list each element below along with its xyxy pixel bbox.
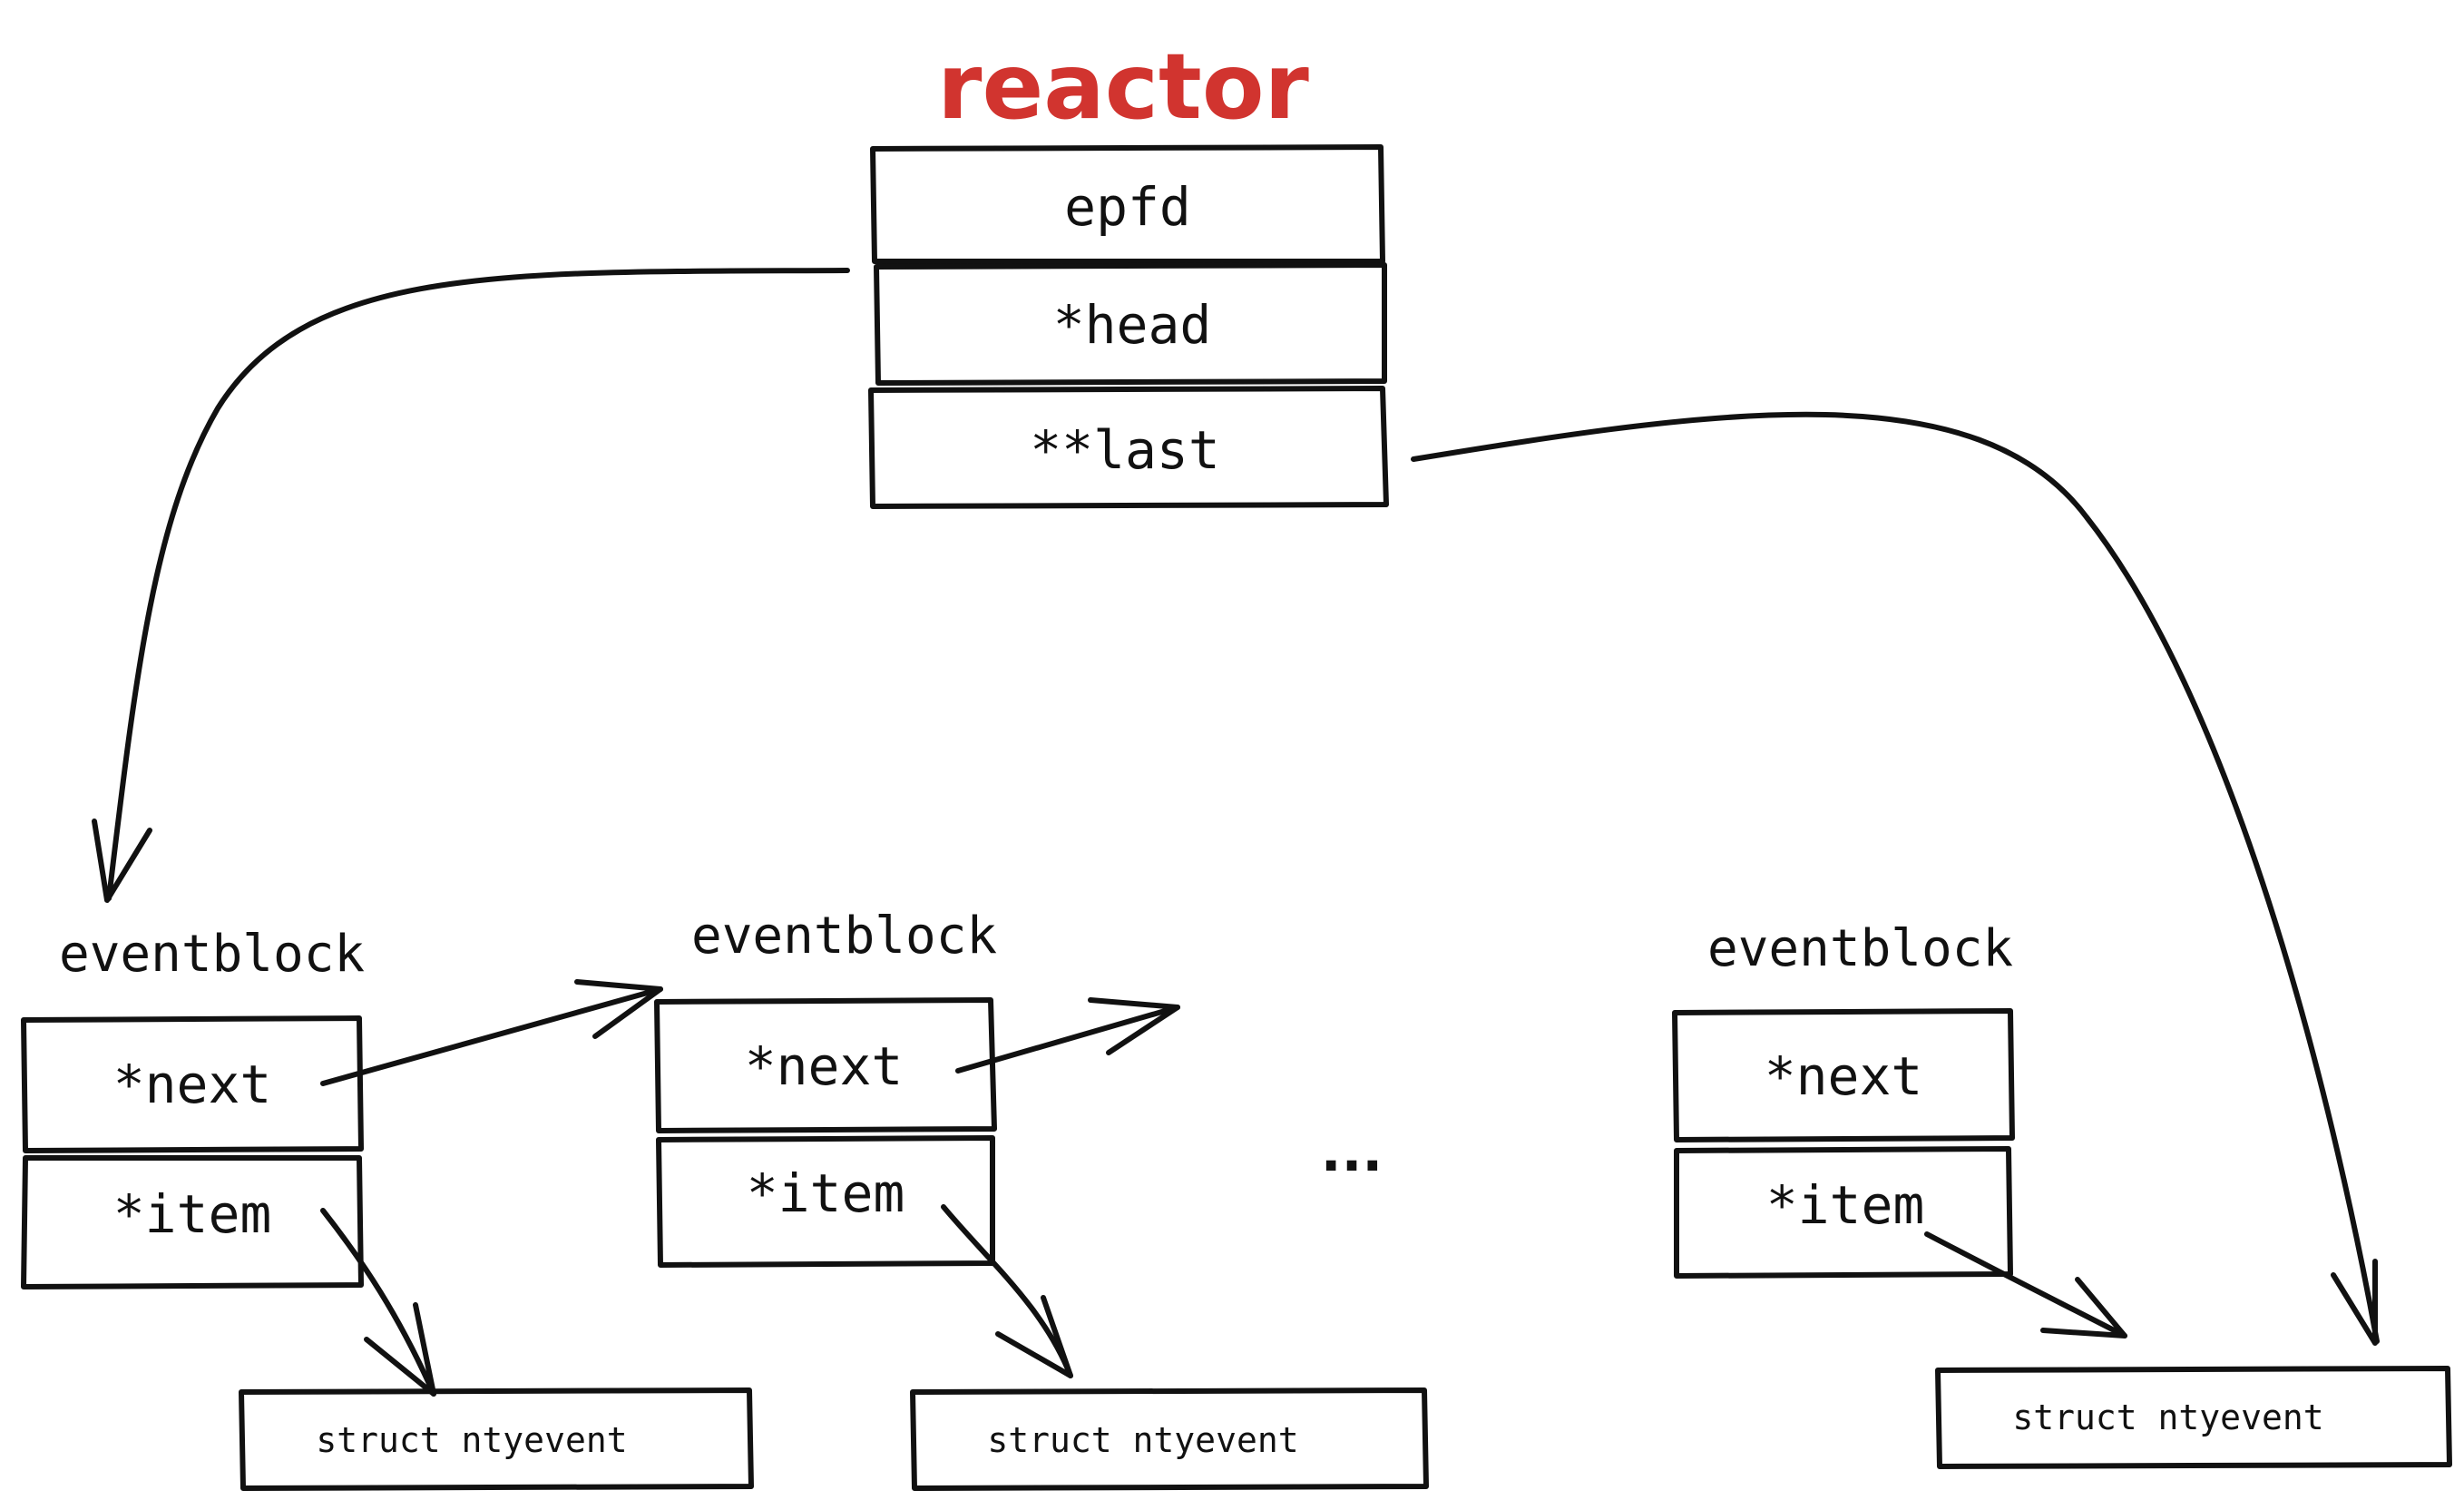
eventblock-1-item-box bbox=[21, 1155, 364, 1289]
eventblock-3-item-arrowhead bbox=[2040, 1277, 2127, 1338]
reactor-title: reactor bbox=[937, 34, 1309, 140]
eventblock-2-next-arrowhead bbox=[1088, 997, 1180, 1055]
eventblock-2-item-arrow bbox=[941, 1204, 1073, 1378]
ellipsis: ... bbox=[1321, 1121, 1383, 1184]
reactor-field-last: **last bbox=[1030, 419, 1220, 481]
reactor-field-epfd-box bbox=[870, 144, 1385, 264]
reactor-field-head-box bbox=[874, 262, 1387, 386]
eventblock-1-next-arrow bbox=[320, 986, 663, 1086]
eventblock-1-next-arrowhead bbox=[574, 979, 663, 1039]
eventblock-2-struct-box bbox=[910, 1387, 1429, 1491]
eventblock-1-struct: struct ntyevent bbox=[316, 1420, 627, 1460]
eventblock-3-next-box bbox=[1672, 1008, 2015, 1142]
eventblock-2-next-arrow bbox=[955, 1005, 1180, 1074]
eventblock-1-item-arrow bbox=[320, 1208, 436, 1397]
eventblock-3-item: *item bbox=[1766, 1174, 1925, 1236]
reactor-field-head: *head bbox=[1053, 294, 1212, 356]
eventblock-2-item-arrowhead bbox=[995, 1295, 1073, 1378]
eventblock-3-next: *next bbox=[1765, 1045, 1923, 1107]
eventblock-1-next: *next bbox=[113, 1054, 272, 1115]
eventblock-2: eventblock *next *item struct ntyevent bbox=[654, 907, 1429, 1491]
eventblock-3-item-box bbox=[1674, 1146, 2013, 1279]
eventblock-1-item-arrowhead bbox=[364, 1302, 436, 1397]
eventblock-3-label: eventblock bbox=[1707, 919, 2013, 978]
eventblock-2-next-box bbox=[654, 997, 997, 1133]
eventblock-2-struct: struct ntyevent bbox=[987, 1420, 1298, 1460]
eventblock-1-label: eventblock bbox=[59, 925, 365, 984]
eventblock-1: eventblock *next *item struct ntyevent bbox=[21, 925, 754, 1491]
eventblock-2-next: *next bbox=[745, 1035, 904, 1097]
head-pointer-arrowhead bbox=[92, 819, 152, 903]
eventblock-3-item-arrow bbox=[1924, 1231, 2127, 1338]
eventblock-3: eventblock *next *item struct ntyevent bbox=[1672, 919, 2452, 1469]
last-pointer-arrow bbox=[1411, 411, 2380, 1344]
eventblock-3-struct: struct ntyevent bbox=[2012, 1397, 2323, 1437]
eventblock-1-struct-box bbox=[239, 1387, 754, 1491]
reactor-struct: epfd *head **last bbox=[868, 144, 1389, 509]
head-pointer-arrow bbox=[106, 268, 850, 901]
eventblock-1-item: *item bbox=[113, 1183, 272, 1245]
eventblock-1-next-box bbox=[21, 1015, 364, 1153]
reactor-field-epfd: epfd bbox=[1064, 176, 1191, 238]
reactor-field-last-box bbox=[868, 386, 1389, 509]
eventblock-2-item: *item bbox=[747, 1162, 905, 1224]
eventblock-2-label: eventblock bbox=[691, 907, 997, 966]
eventblock-3-struct-box bbox=[1935, 1366, 2452, 1469]
last-pointer-arrowhead bbox=[2331, 1259, 2378, 1346]
